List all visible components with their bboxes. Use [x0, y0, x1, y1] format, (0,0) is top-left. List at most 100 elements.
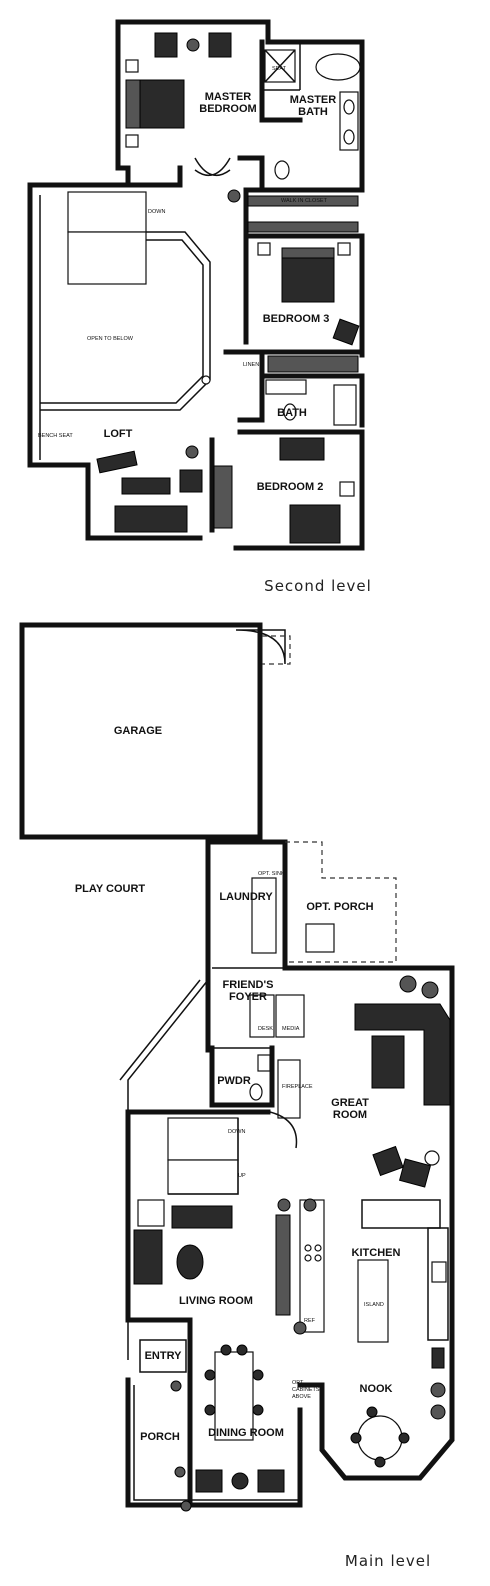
toilet	[249, 1083, 263, 1101]
porch-chair	[195, 1469, 223, 1493]
open-to-below-rail	[40, 231, 211, 411]
main-level-plan	[19, 622, 455, 1512]
side-table	[424, 1150, 440, 1166]
label-bedroom-3: BEDROOM 3	[263, 313, 330, 325]
plant	[185, 445, 199, 459]
stairs-rail	[168, 1118, 239, 1195]
label-ref: REF	[304, 1318, 316, 1324]
label-dining-room: DINING ROOM	[208, 1427, 284, 1439]
caption-second-level: Second level	[264, 577, 372, 595]
wall	[262, 42, 301, 91]
stairs-lower	[67, 231, 147, 285]
kitchen-sink	[431, 1261, 447, 1283]
chair	[96, 450, 138, 474]
chair	[154, 32, 178, 58]
chair	[236, 1344, 248, 1356]
label-down: DOWN	[228, 1129, 245, 1135]
cooktop-burner	[314, 1244, 322, 1252]
plant	[180, 1500, 192, 1512]
nook-bay-wall	[297, 1377, 455, 1481]
nightstand	[125, 134, 139, 148]
wall	[259, 373, 365, 428]
coffee-table	[121, 477, 171, 495]
plant	[399, 975, 417, 993]
label-fireplace: FIREPLACE	[282, 1084, 313, 1090]
fireplace	[277, 1059, 301, 1119]
sofa	[114, 505, 188, 533]
plant	[430, 1382, 446, 1398]
chair	[204, 1369, 216, 1381]
kitchen-island	[357, 1259, 389, 1343]
cooktop-burner	[304, 1244, 312, 1252]
desk	[279, 437, 325, 461]
label-loft: LOFT	[104, 428, 133, 440]
sink	[343, 99, 355, 115]
dishwasher	[431, 1347, 445, 1369]
desk	[249, 994, 275, 1038]
opt-porch-outline	[285, 841, 397, 963]
wall	[233, 429, 365, 551]
play-court-edge	[119, 979, 201, 1081]
nook-table	[357, 1415, 403, 1461]
media-cabinet	[275, 994, 305, 1038]
console	[275, 1214, 291, 1316]
wall	[115, 19, 271, 45]
chair	[366, 1406, 378, 1418]
chair	[398, 1432, 410, 1444]
toilet	[274, 160, 290, 180]
chair	[204, 1404, 216, 1416]
label-nook: NOOK	[360, 1383, 393, 1395]
sofa	[171, 1205, 233, 1229]
plant	[174, 1466, 186, 1478]
bed-headboard	[281, 247, 335, 259]
nightstand	[339, 481, 355, 497]
chair	[252, 1369, 264, 1381]
chair	[332, 318, 360, 346]
label-seat: SEAT	[272, 66, 287, 72]
label-linen: LINEN	[243, 362, 259, 368]
label-down: DOWN	[148, 209, 165, 215]
wall	[209, 1045, 275, 1108]
wall	[85, 462, 203, 541]
chair	[372, 1145, 404, 1177]
label-play-court: PLAY COURT	[75, 883, 146, 895]
label-porch: PORCH	[140, 1431, 180, 1443]
label-open-to-below: OPEN TO BELOW	[87, 336, 134, 342]
chair	[220, 1344, 232, 1356]
kitchen-side-counter	[427, 1227, 449, 1341]
second-level-plan	[27, 19, 365, 551]
label-bench-seat: BENCH SEAT	[38, 433, 73, 439]
label-entry: ENTRY	[145, 1350, 183, 1362]
rail-post	[201, 375, 211, 385]
plant	[293, 1321, 307, 1335]
closet-rod	[247, 195, 359, 207]
garage-walls	[19, 622, 263, 840]
nightstand	[125, 59, 139, 73]
double-door-swing	[194, 157, 231, 177]
chair	[179, 469, 203, 493]
wall	[259, 39, 303, 123]
shower-x	[264, 49, 296, 83]
porch-chair	[257, 1469, 285, 1493]
wall	[237, 155, 265, 193]
label-kitchen: KITCHEN	[352, 1247, 401, 1259]
chair	[350, 1432, 362, 1444]
plant	[277, 1198, 291, 1212]
label-opt-porch: OPT. PORCH	[306, 901, 373, 913]
closet-rod	[213, 465, 233, 529]
plant	[170, 1380, 182, 1392]
sectional-sofa	[354, 1003, 451, 1106]
laundry-cabinet	[251, 877, 277, 954]
stairs-upper	[67, 191, 147, 233]
bath-vanity	[265, 379, 307, 395]
cooktop-burner	[304, 1254, 312, 1262]
wall	[125, 1317, 193, 1388]
porch-rail	[133, 1385, 298, 1501]
label-desk: DESK	[258, 1026, 273, 1032]
stairs-up	[167, 1159, 239, 1195]
nightstand	[257, 242, 271, 256]
